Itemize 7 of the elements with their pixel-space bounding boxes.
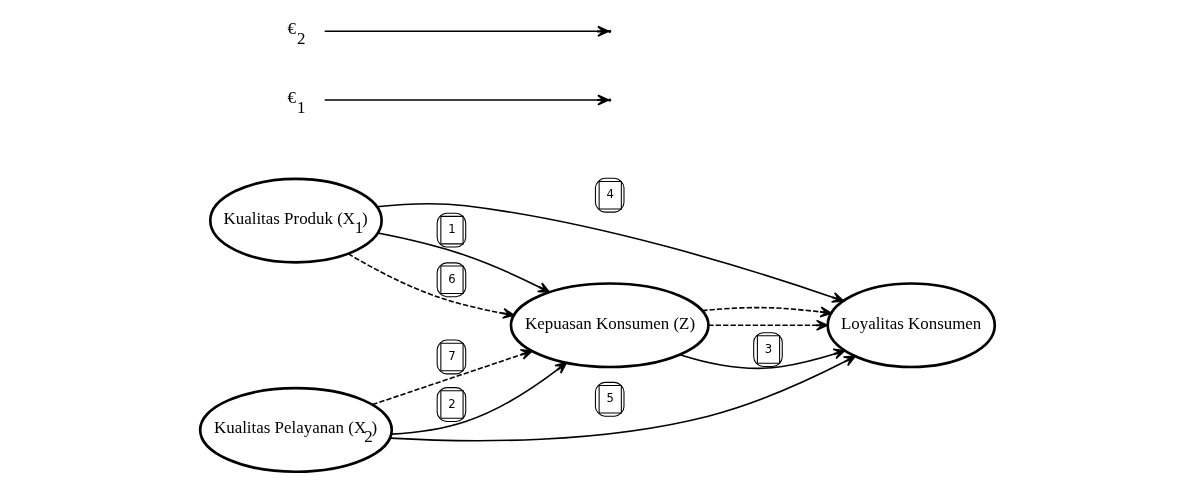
edge-label: 4: [606, 187, 614, 202]
edge-label: 1: [447, 222, 456, 237]
edge-label: 2: [447, 396, 456, 411]
edge-label: 3: [764, 341, 772, 356]
edge-label: 5: [606, 391, 614, 406]
edge-label: 6: [447, 271, 456, 286]
edge-label: 7: [447, 348, 456, 363]
